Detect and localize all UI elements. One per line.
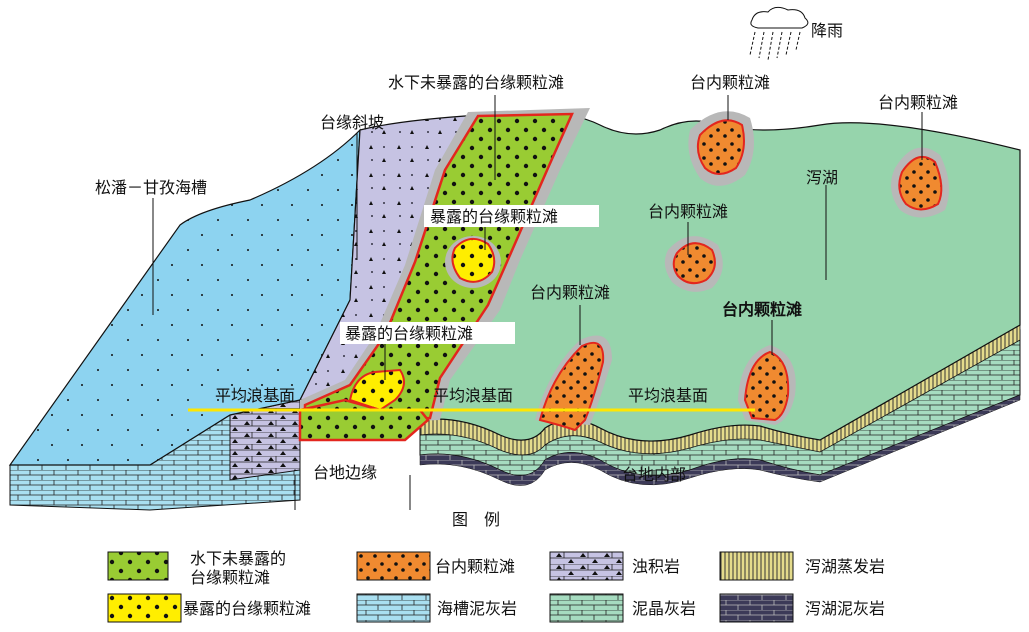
platform-interior-label: 台地内部: [622, 465, 686, 484]
diagram-labels: 松潘－甘孜海槽 台缘斜坡 水下未暴露的台缘颗粒滩 降雨 台内颗粒滩 台内颗粒滩 …: [95, 21, 958, 484]
legend-label-line1: 水下未暴露的: [190, 549, 286, 568]
intra-shoals: [535, 111, 949, 432]
exposed-shoal-label-lower: 暴露的台缘颗粒滩: [345, 324, 473, 343]
legend-swatch-lagoon-marl: [719, 593, 794, 623]
rainfall-label: 降雨: [811, 21, 843, 40]
wave-base-label-left: 平均浪基面: [215, 386, 295, 405]
legend-label-line2: 台缘颗粒滩: [190, 568, 270, 587]
exposed-shoal-label-box-lower: [340, 322, 515, 344]
intra-shoal-label-top-center: 台内颗粒滩: [690, 73, 770, 92]
legend-item-turbidite: 浊积岩: [549, 551, 680, 581]
platform-slope-label: 台缘斜坡: [320, 113, 384, 132]
intra-shoal-label-right-mid: 台内颗粒滩: [722, 300, 802, 319]
intra-shoal-label-top-right: 台内颗粒滩: [878, 93, 958, 112]
wave-base-label-right: 平均浪基面: [628, 386, 708, 405]
intra-shoal-right-mid: [738, 345, 796, 425]
legend-label: 泥晶灰岩: [632, 599, 696, 618]
legend-label: 海槽泥灰岩: [437, 599, 517, 618]
legend-item-intra-shoal: 台内颗粒滩: [356, 551, 515, 581]
intra-shoal-top-right: [891, 147, 949, 218]
legend: 图 例 水下未暴露的 台缘颗粒滩 台内颗粒滩 浊积岩 泻湖蒸发岩 暴露的台缘颗粒…: [107, 510, 885, 623]
submerged-margin-shoal-label: 水下未暴露的台缘颗粒滩: [388, 73, 564, 92]
legend-swatch-exposed-shoal: [107, 593, 182, 623]
legend-item-micrite: 泥晶灰岩: [549, 593, 696, 623]
legend-label: 暴露的台缘颗粒滩: [183, 599, 311, 618]
intra-shoal-label-left-mid: 台内颗粒滩: [530, 283, 610, 302]
exposed-shoal-label-upper: 暴露的台缘颗粒滩: [430, 207, 558, 226]
lagoon-label: 泻湖: [806, 168, 838, 187]
intra-shoal-top-center: [688, 111, 754, 186]
platform-margin-label: 台地边缘: [313, 463, 377, 482]
intra-shoal-left-mid: [535, 335, 612, 432]
rain-cloud-icon: [749, 6, 809, 61]
legend-item-exposed-shoal: 暴露的台缘颗粒滩: [107, 593, 311, 623]
legend-label: 泻湖泥灰岩: [805, 599, 885, 618]
legend-label: 泻湖蒸发岩: [805, 557, 885, 576]
legend-swatch-trough-marl: [356, 593, 431, 623]
legend-swatch-intra-shoal: [356, 551, 431, 581]
exposed-shoal-label-box-upper: [424, 205, 599, 227]
legend-swatch-micrite: [549, 593, 624, 623]
exposed-shoal-upper: [445, 236, 501, 288]
intra-shoal-label-mid: 台内颗粒滩: [648, 202, 728, 221]
legend-item-lagoon-marl: 泻湖泥灰岩: [719, 593, 885, 623]
legend-swatch-turbidite: [549, 551, 624, 581]
legend-title: 图 例: [452, 510, 500, 529]
legend-swatch-submerged-shoal: [107, 551, 169, 581]
wave-base-label-mid: 平均浪基面: [433, 386, 513, 405]
legend-label: 台内颗粒滩: [435, 557, 515, 576]
legend-label: 浊积岩: [632, 557, 680, 576]
leader-lines: [152, 95, 923, 510]
legend-item-submerged-shoal: 水下未暴露的 台缘颗粒滩: [107, 549, 286, 587]
legend-item-trough-marl: 海槽泥灰岩: [356, 593, 517, 623]
legend-swatch-evaporite: [719, 551, 794, 581]
legend-item-evaporite: 泻湖蒸发岩: [719, 551, 885, 581]
intra-shoal-mid: [664, 236, 723, 292]
songpan-trough-label: 松潘－甘孜海槽: [95, 178, 207, 197]
